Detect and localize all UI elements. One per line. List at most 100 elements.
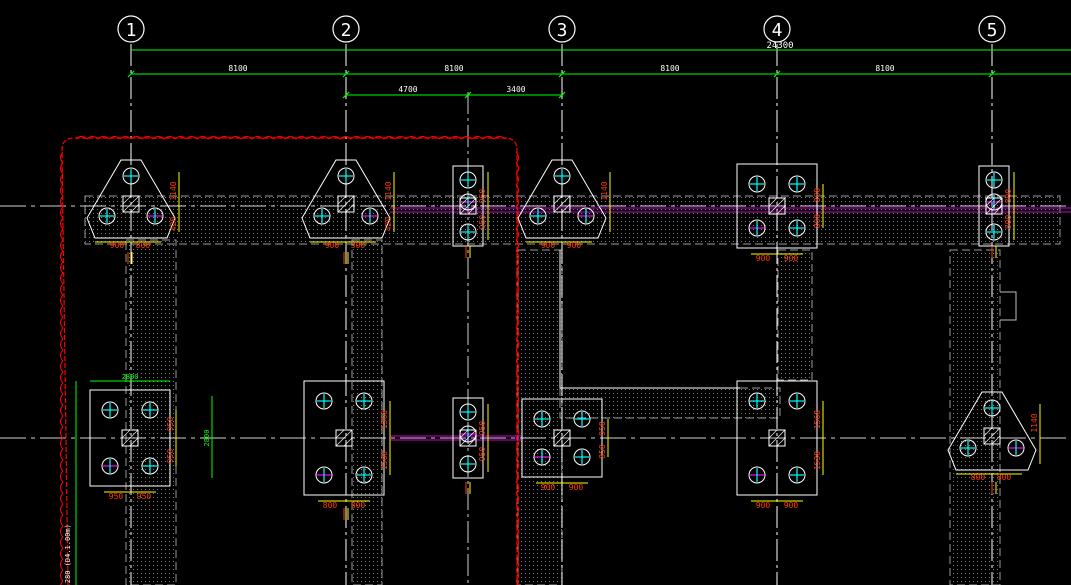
revision-cloud-scallop (185, 136, 198, 140)
revision-cloud-scallop (339, 136, 352, 140)
revision-cloud-scallop (60, 151, 64, 164)
pile-circle (985, 223, 1003, 241)
revision-cloud-scallop (372, 136, 385, 140)
cap-overall-dim-text: 2800 (122, 373, 139, 381)
pile-circle (459, 403, 477, 421)
pile-circle (313, 207, 331, 225)
column-hatch (121, 429, 139, 447)
dimension-tick (127, 70, 135, 78)
revision-cloud-scallop (515, 316, 519, 329)
pile-circle (361, 207, 379, 225)
cap-dimension-text: 800 (1004, 215, 1013, 230)
revision-cloud-scallop (273, 136, 286, 140)
revision-cloud-scallop (60, 547, 64, 560)
rectangular-pile-cap (303, 380, 385, 496)
revision-cloud-scallop (163, 136, 176, 140)
revision-cloud-scallop (60, 459, 64, 472)
revision-cloud-scallop (60, 437, 64, 450)
cap-dimension-text: 900 (541, 241, 556, 250)
revision-cloud-scallop (60, 393, 64, 406)
revision-cloud-scallop (60, 173, 64, 186)
cap-dimension-text: 900 (110, 241, 125, 250)
revision-cloud-scallop (438, 136, 451, 140)
cap-dimension-text: 800 (997, 473, 1012, 482)
span-dimension-text: 8100 (228, 64, 247, 73)
revision-cloud-scallop (515, 569, 519, 582)
tie-beam-strip (351, 239, 383, 585)
revision-cloud-scallop (515, 261, 519, 274)
revision-cloud-scallop (515, 151, 519, 164)
elevation-side-note: -4.280 (D4.1.00m) (64, 524, 72, 585)
pile-circle (788, 175, 806, 193)
revision-cloud-scallop (60, 536, 64, 549)
pile-circle (553, 167, 571, 185)
column-hatch (337, 195, 355, 213)
narrow-pile-cap (452, 165, 484, 247)
pile-circle (355, 466, 373, 484)
cap-dimension-text: 1140 (384, 181, 393, 200)
revision-cloud-scallop (515, 393, 519, 406)
column-hatch (553, 429, 571, 447)
pile-circle (101, 457, 119, 475)
pile-circle (141, 457, 159, 475)
dimension-tick (988, 70, 996, 78)
revision-cloud-scallop (515, 305, 519, 318)
revision-cloud-scallop (60, 195, 64, 208)
total-dimension-text: 24300 (766, 41, 793, 51)
cap-dimension-text: 900 (541, 483, 556, 492)
cap-dimension-text: 1560 (380, 410, 389, 429)
tie-beam-layer (390, 207, 1071, 441)
revision-cloud-scallop (152, 136, 165, 140)
pile-circle (533, 448, 551, 466)
revision-cloud-scallop (60, 206, 64, 219)
dimension-tick (342, 70, 350, 78)
revision-cloud-scallop (416, 136, 429, 140)
pile-circle (337, 167, 355, 185)
cap-dimension-text: 1140 (169, 181, 178, 200)
cap-dimension-text: 850 (598, 444, 607, 459)
revision-cloud-scallop (60, 184, 64, 197)
revision-cloud-scallop (515, 371, 519, 384)
pile-circle (577, 207, 595, 225)
revision-cloud-scallop (60, 239, 64, 252)
dimension-tick (464, 91, 472, 99)
revision-cloud-scallop (515, 580, 519, 585)
revision-cloud-scallop (515, 437, 519, 450)
cap-dimension-text: 900 (325, 241, 340, 250)
revision-cloud-scallop (229, 136, 242, 140)
triangular-pile-cap (517, 159, 607, 239)
pile-circle (459, 171, 477, 189)
cap-dimension-text: 900 (756, 501, 771, 510)
revision-cloud-scallop (515, 327, 519, 340)
pile-circle (748, 392, 766, 410)
revision-cloud-scallop (60, 316, 64, 329)
cap-dimension-text: 800 (136, 241, 151, 250)
pile-circle (748, 219, 766, 237)
revision-cloud-scallop (60, 481, 64, 494)
revision-cloud-outline (61, 137, 518, 585)
revision-cloud-scallop (515, 514, 519, 527)
cap-dimension-text: 950 (109, 492, 124, 501)
revision-cloud-scallop (218, 136, 231, 140)
dimension-tick (558, 91, 566, 99)
pile-circle (985, 171, 1003, 189)
cap-dimension-text: 900 (784, 254, 799, 263)
revision-cloud-scallop (60, 492, 64, 505)
revision-cloud-scallop (60, 250, 64, 263)
pile-circle (573, 410, 591, 428)
pile-circle (529, 207, 547, 225)
revision-cloud-scallop (60, 382, 64, 395)
cap-dimension-text: 950 (478, 189, 487, 204)
cap-dimension-text: 950 (478, 447, 487, 462)
edge-bracket (1000, 291, 1017, 321)
revision-cloud-scallop (515, 162, 519, 175)
grid-axis-bubble-4 (763, 15, 791, 43)
dimension-tick (558, 70, 566, 78)
cap-dimension-text: 420 (384, 217, 393, 232)
revision-cloud-scallop (515, 184, 519, 197)
revision-cloud-scallop (60, 283, 64, 296)
pile-circle (98, 207, 116, 225)
revision-cloud-layer (60, 136, 519, 585)
